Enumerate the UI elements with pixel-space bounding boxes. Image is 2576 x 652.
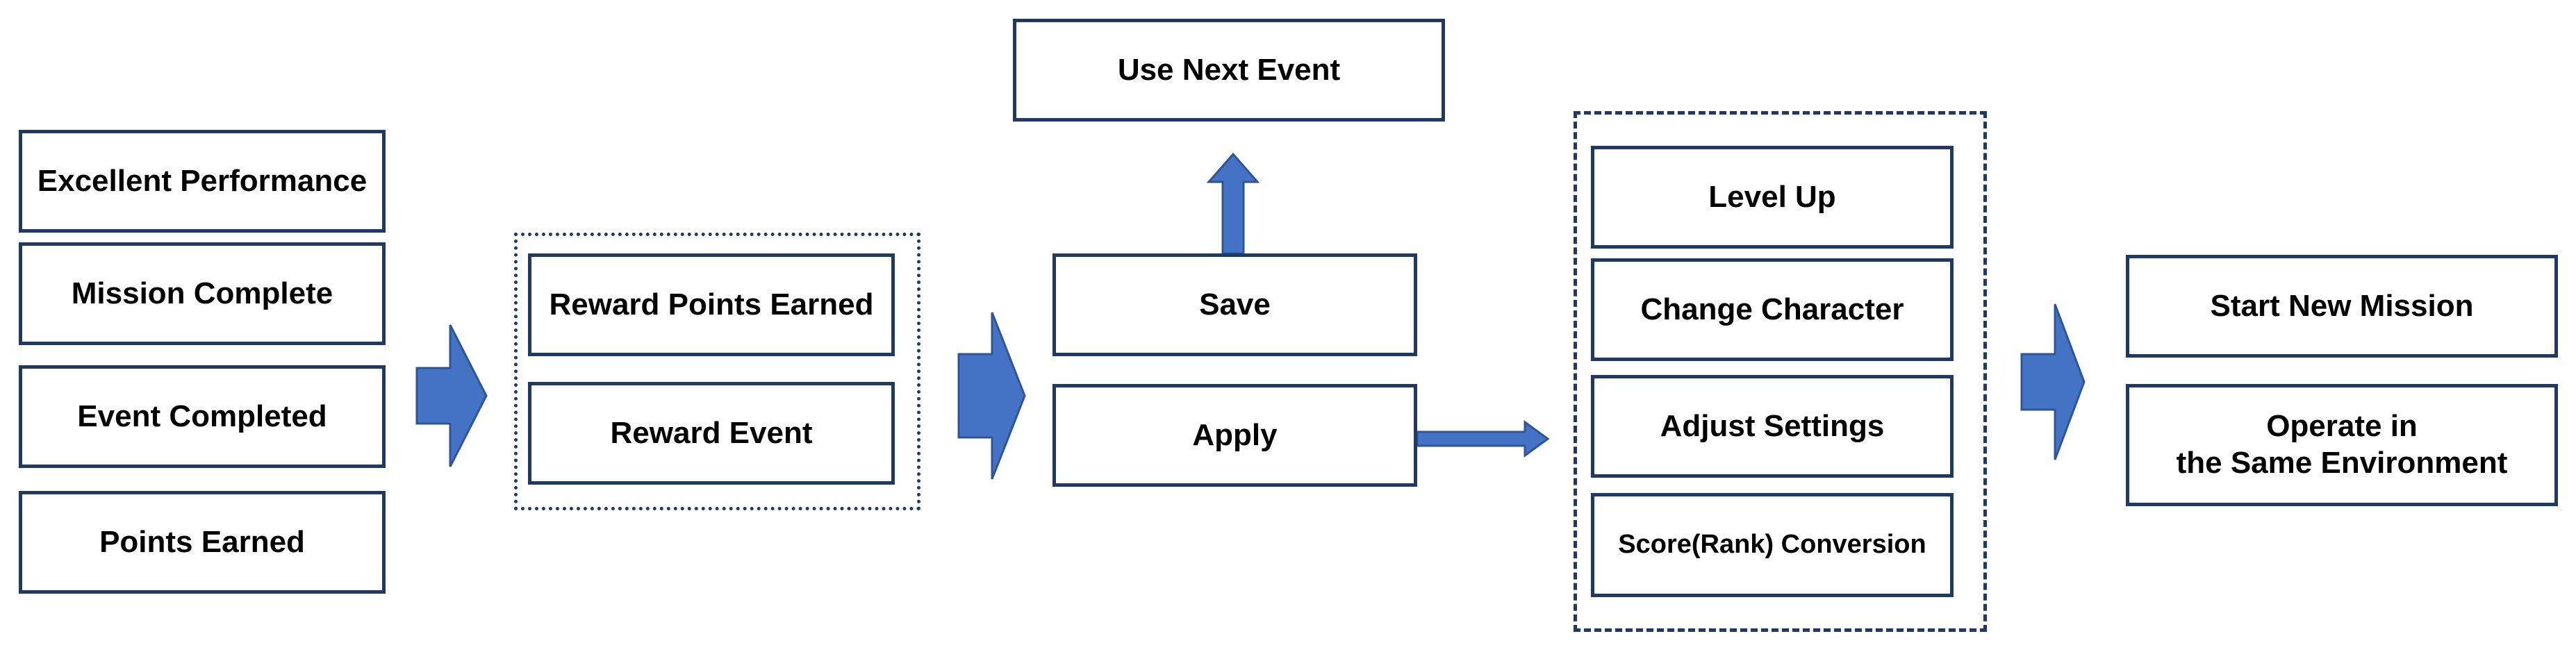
operate-same-environment-box: Operate in the Same Environment <box>2126 384 2558 506</box>
start-new-mission-box: Start New Mission <box>2126 255 2558 358</box>
reward-event-box: Reward Event <box>528 382 895 485</box>
reward-group <box>514 233 920 510</box>
reward-points-earned-label: Reward Points Earned <box>549 287 874 321</box>
adjust-settings-label: Adjust Settings <box>1660 408 1885 443</box>
apply-box: Apply <box>1052 384 1417 487</box>
reward-event-label: Reward Event <box>610 415 813 450</box>
excellent-performance-label: Excellent Performance <box>37 163 368 198</box>
excellent-performance-box: Excellent Performance <box>19 130 386 233</box>
use-next-event-label: Use Next Event <box>1117 52 1341 87</box>
arrow-right-thin-icon <box>1416 420 1550 458</box>
mission-complete-label: Mission Complete <box>71 276 333 310</box>
level-up-box: Level Up <box>1591 146 1954 249</box>
reward-points-earned-box: Reward Points Earned <box>528 253 895 356</box>
event-completed-box: Event Completed <box>19 365 386 468</box>
operate-label-line1: Operate in <box>2266 409 2418 444</box>
points-earned-label: Points Earned <box>99 524 305 559</box>
score-rank-conversion-box: Score(Rank) Conversion <box>1591 493 1954 597</box>
arrow-1-icon <box>415 324 488 467</box>
save-label: Save <box>1199 287 1271 321</box>
mission-complete-box: Mission Complete <box>19 242 386 345</box>
adjust-settings-box: Adjust Settings <box>1591 375 1954 478</box>
level-up-label: Level Up <box>1708 179 1836 214</box>
save-box: Save <box>1052 253 1417 356</box>
apply-label: Apply <box>1192 417 1278 452</box>
arrow-up-icon <box>1206 152 1260 255</box>
points-earned-box: Points Earned <box>19 491 386 594</box>
operate-label-line2: the Same Environment <box>2176 446 2508 480</box>
arrow-3-icon <box>2020 303 2086 460</box>
use-next-event-box: Use Next Event <box>1013 19 1445 122</box>
event-completed-label: Event Completed <box>77 399 327 433</box>
change-character-label: Change Character <box>1640 292 1904 326</box>
actions-group <box>1574 111 1987 632</box>
score-rank-conversion-label: Score(Rank) Conversion <box>1618 530 1926 560</box>
start-new-mission-label: Start New Mission <box>2210 288 2474 323</box>
change-character-box: Change Character <box>1591 258 1954 361</box>
arrow-2-icon <box>957 312 1026 480</box>
